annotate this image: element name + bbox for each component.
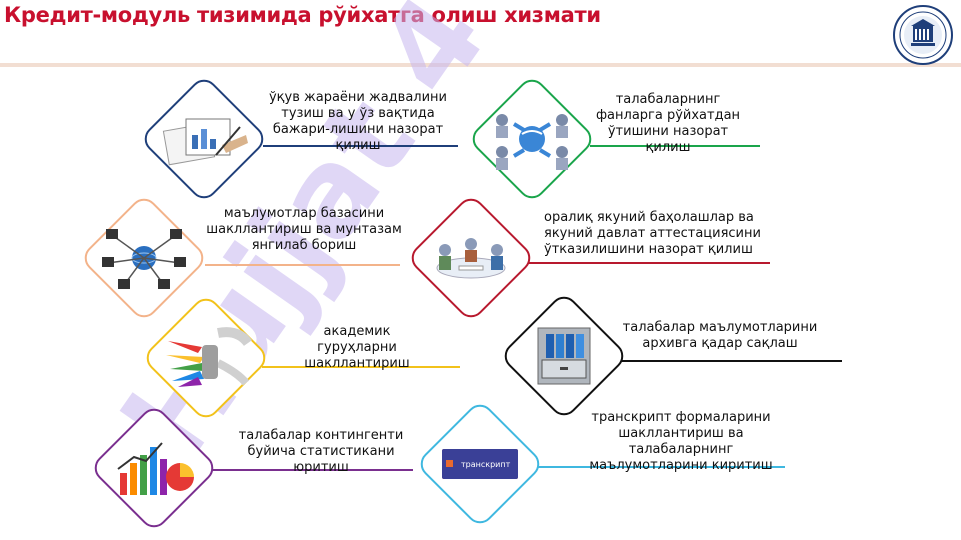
item-label-1: ўқув жараёни жадвалини тузиш ва у ўз вақ…: [268, 90, 447, 153]
transcript-badge: транскрипт: [461, 460, 511, 469]
meeting-people-icon: [436, 238, 506, 279]
header-divider: [0, 63, 961, 67]
university-emblem-icon: [893, 5, 953, 65]
item-label-4: оралиқ якуний баҳолашлар ва якуний давла…: [544, 210, 761, 257]
item-label-2: талабаларнинг фанларга рўйхатдан ўтишини…: [595, 92, 741, 155]
connector-line-4: [515, 262, 770, 264]
item-label-6: талабалар маълумотларини архивга қадар с…: [622, 320, 818, 351]
connector-line-1: [263, 145, 458, 147]
connector-line-5: [262, 366, 460, 368]
connector-line-7: [198, 469, 413, 471]
network-people-icon: [496, 114, 568, 170]
transcript-icon: [442, 449, 518, 479]
connector-line-6: [590, 360, 842, 362]
item-label-5: академик гуруҳларни шакллантириш: [304, 324, 410, 371]
page-title: Кредит-модуль тизимида рўйхатга олиш хиз…: [4, 3, 601, 27]
archive-cabinet-icon: [537, 327, 591, 385]
connector-line-3: [205, 264, 400, 266]
connector-line-8: [520, 466, 785, 468]
colorful-arrows-icon: [166, 327, 253, 387]
item-label-3: маълумотлар базасини шакллантириш ва мун…: [206, 206, 402, 253]
statistics-chart-icon: [117, 442, 194, 495]
item-label-8: транскрипт формаларини шакллантириш ва т…: [589, 410, 773, 473]
connector-line-2: [590, 145, 760, 147]
database-network-icon: [102, 229, 186, 289]
documents-hands-icon: [162, 118, 248, 166]
item-label-7: талабалар контингенти буйича статистикан…: [238, 428, 404, 475]
